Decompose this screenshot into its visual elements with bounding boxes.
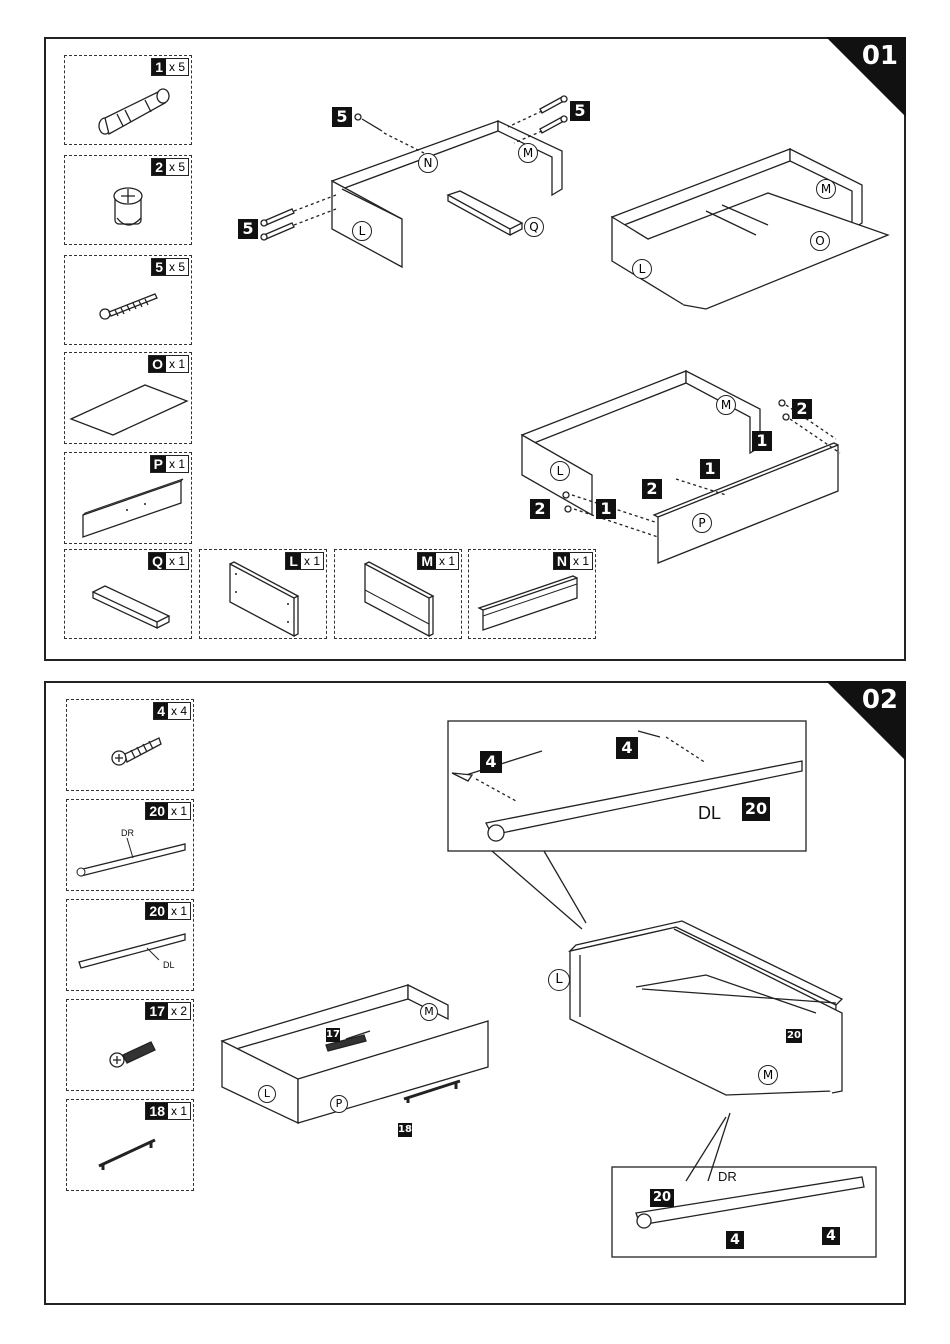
callout-17: 17 [326,1028,340,1042]
circle-M-1: M [518,143,538,163]
circle-L-3: L [550,461,570,481]
callout-5-top: 5 [332,107,352,127]
circle-P: P [692,513,712,533]
callout-18: 18 [398,1123,412,1137]
step-02-assembly-diagram [46,683,908,1307]
circle-M-3: M [716,395,736,415]
callout-4-detail-bottom-left: 4 [726,1231,744,1249]
callout-4-detail-left: 4 [480,751,502,773]
callout-5-left: 5 [238,219,258,239]
circle-L-big: L [548,969,570,991]
callout-5-right: 5 [570,101,590,121]
step-01-assembly-diagram [46,39,908,663]
callout-4-detail-top: 4 [616,737,638,759]
callout-1-right: 1 [752,431,772,451]
callout-20-detail-top: 20 [742,797,770,821]
circle-L-2: L [632,259,652,279]
slide-label-dr-big: DR [718,1169,737,1184]
circle-N: N [418,153,438,173]
callout-2-mid: 2 [642,479,662,499]
circle-M-2: M [816,179,836,199]
callout-1-mid: 1 [700,459,720,479]
circle-O: O [810,231,830,251]
circle-P-small: P [330,1095,348,1113]
callout-4-detail-bottom-right: 4 [822,1227,840,1245]
callout-20-drawer: 20 [786,1029,802,1043]
callout-2-right: 2 [792,399,812,419]
callout-2-left: 2 [530,499,550,519]
callout-20-detail-bottom: 20 [650,1189,674,1207]
circle-Q: Q [524,217,544,237]
circle-M-small: M [420,1003,438,1021]
circle-L-1: L [352,221,372,241]
circle-M-big: M [758,1065,778,1085]
slide-label-dl-big: DL [698,803,721,824]
callout-1-left: 1 [596,499,616,519]
circle-L-small: L [258,1085,276,1103]
